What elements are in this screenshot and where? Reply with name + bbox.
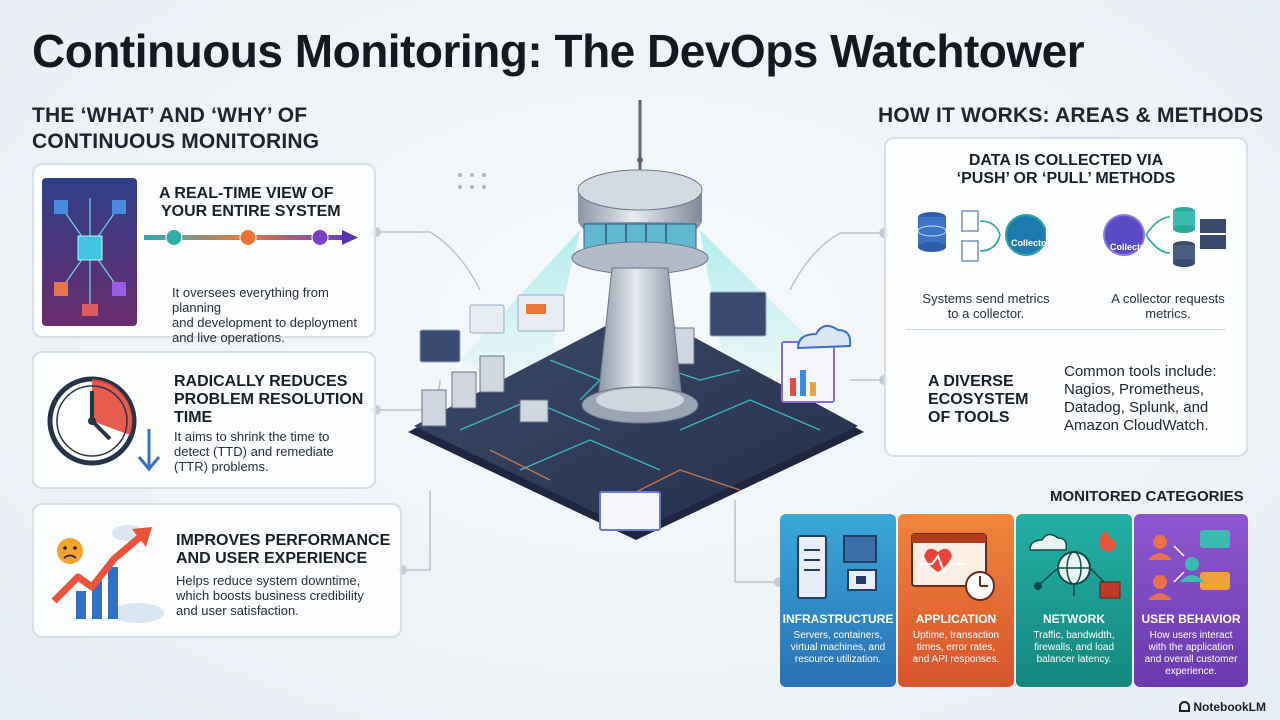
server-container-icon <box>797 535 877 599</box>
category-application: APPLICATION Uptime, transaction times, e… <box>898 514 1014 687</box>
card3-title-line1: IMPROVES PERFORMANCE <box>176 532 391 549</box>
categories-heading: MONITORED CATEGORIES <box>1050 488 1244 505</box>
card3-text-line1: Helps reduce system downtime, <box>176 573 361 588</box>
push-caption: Systems send metrics to a collector. <box>916 291 1056 321</box>
left-section-heading: THE ‘WHAT’ AND ‘WHY’ OF CONTINUOUS MONIT… <box>32 103 319 155</box>
card3-title-line2: AND USER EXPERIENCE <box>176 550 368 567</box>
card2-text: It aims to shrink the time to detect (TT… <box>174 429 334 474</box>
category-user-behavior-desc: How users interact with the application … <box>1140 630 1242 678</box>
net-desc-line1: Traffic, bandwidth, <box>1033 630 1115 641</box>
card1-title-line2: YOUR ENTIRE SYSTEM <box>161 203 341 220</box>
category-infrastructure: INFRASTRUCTURE Servers, containers, virt… <box>780 514 896 687</box>
app-desc-line3: and API responses. <box>912 654 1000 665</box>
app-monitor-icon <box>911 533 995 601</box>
net-desc-line2: firewalls, and load <box>1033 642 1115 653</box>
clock-icon <box>47 376 161 472</box>
card2-title-line2: PROBLEM RESOLUTION <box>174 391 364 408</box>
infra-desc-line1: Servers, containers, <box>793 630 883 641</box>
card1-title: A REAL-TIME VIEW OF YOUR ENTIRE SYSTEM <box>159 185 341 221</box>
left-heading-line2: CONTINUOUS MONITORING <box>32 130 320 153</box>
collect-card-divider <box>906 329 1226 330</box>
app-desc-line2: times, error rates, <box>916 642 996 653</box>
push-caption-line2: to a collector. <box>947 306 1025 321</box>
ecosystem-title: A DIVERSE ECOSYSTEM OF TOOLS <box>928 373 1028 427</box>
infra-desc-line2: virtual machines, and <box>790 642 886 653</box>
footer-text: NotebookLM <box>1193 700 1266 714</box>
category-user-behavior-name: USER BEHAVIOR <box>1141 612 1241 626</box>
card2-title-line1: RADICALLY REDUCES <box>174 373 348 390</box>
watchtower-illustration <box>408 100 864 540</box>
category-network-name: NETWORK <box>1043 612 1105 626</box>
card2-title: RADICALLY REDUCES PROBLEM RESOLUTION TIM… <box>174 373 363 427</box>
card3-text: Helps reduce system downtime, which boos… <box>176 573 364 618</box>
user-desc-line1: How users interact <box>1149 630 1233 641</box>
tools-line2: Nagios, Prometheus, <box>1064 381 1205 398</box>
footer-brand: NotebookLM <box>1179 700 1266 714</box>
card-data-collection: DATA IS COLLECTED VIA ‘PUSH’ OR ‘PULL’ M… <box>884 137 1248 457</box>
card3-text-line2: which boosts business credibility <box>176 588 364 603</box>
card1-text-line3: and live operations. <box>172 330 285 345</box>
user-desc-line2: with the application <box>1148 642 1234 653</box>
push-caption-line1: Systems send metrics <box>922 291 1050 306</box>
watchtower <box>571 100 709 424</box>
pull-method-icon <box>1103 207 1226 267</box>
card3-text-line3: and user satisfaction. <box>176 603 299 618</box>
category-infrastructure-name: INFRASTRUCTURE <box>782 612 894 626</box>
card1-text: It oversees everything from planning and… <box>172 285 374 345</box>
card1-title-line1: A REAL-TIME VIEW OF <box>159 185 334 202</box>
category-user-behavior: USER BEHAVIOR How users interact with th… <box>1134 514 1248 687</box>
push-method-icon <box>917 210 1046 262</box>
network-globe-icon <box>1029 530 1121 599</box>
card2-text-line2: detect (TTD) and remediate <box>174 444 334 459</box>
card-real-time-view: A REAL-TIME VIEW OF YOUR ENTIRE SYSTEM I… <box>32 163 376 345</box>
floating-dashboards <box>419 291 852 531</box>
category-network-desc: Traffic, bandwidth, firewalls, and load … <box>1022 630 1126 666</box>
pull-caption-line1: A collector requests <box>1111 291 1225 306</box>
decorative-dots <box>458 173 486 189</box>
ecosystem-line2: ECOSYSTEM <box>928 391 1029 408</box>
net-desc-line3: balancer latency. <box>1036 654 1112 665</box>
category-network: NETWORK Traffic, bandwidth, firewalls, a… <box>1016 514 1132 687</box>
card3-title: IMPROVES PERFORMANCE AND USER EXPERIENCE <box>176 532 390 568</box>
network-grid-icon <box>42 178 137 326</box>
timeline-arrow-icon <box>144 229 358 246</box>
card2-text-line1: It aims to shrink the time to <box>174 429 330 444</box>
pull-caption: A collector requests metrics. <box>1098 291 1238 321</box>
card1-text-line1: It oversees everything from planning <box>172 285 329 315</box>
tools-list: Common tools include: Nagios, Prometheus… <box>1064 363 1217 435</box>
left-heading-line1: THE ‘WHAT’ AND ‘WHY’ OF <box>32 104 308 127</box>
tools-line1: Common tools include: <box>1064 363 1217 380</box>
push-collector-label: Collector <box>1011 238 1051 248</box>
growth-chart-icon <box>51 525 164 623</box>
collect-card-title: DATA IS COLLECTED VIA ‘PUSH’ OR ‘PULL’ M… <box>886 152 1246 188</box>
pull-collector-label: Collector <box>1110 242 1150 252</box>
user-desc-line3: and overall customer <box>1144 654 1238 665</box>
card2-title-line3: TIME <box>174 409 213 426</box>
collect-title-line1: DATA IS COLLECTED VIA <box>968 152 1164 169</box>
card2-text-line3: (TTR) problems. <box>174 459 269 474</box>
card-reduces-resolution-time: RADICALLY REDUCES PROBLEM RESOLUTION TIM… <box>32 351 376 489</box>
user-desc-line4: experience. <box>1165 666 1217 677</box>
pull-caption-line2: metrics. <box>1145 306 1191 321</box>
app-desc-line1: Uptime, transaction <box>912 630 1000 641</box>
collect-title-line2: ‘PUSH’ OR ‘PULL’ METHODS <box>956 170 1176 187</box>
notebooklm-logo-icon <box>1179 701 1191 712</box>
users-chat-icon <box>1148 530 1230 600</box>
category-application-name: APPLICATION <box>915 612 997 626</box>
tools-line4: Amazon CloudWatch. <box>1064 417 1209 434</box>
category-application-desc: Uptime, transaction times, error rates, … <box>904 630 1008 666</box>
page-title: Continuous Monitoring: The DevOps Watcht… <box>32 25 1085 77</box>
ecosystem-line3: OF TOOLS <box>928 409 1010 426</box>
card-improves-performance: IMPROVES PERFORMANCE AND USER EXPERIENCE… <box>32 503 402 638</box>
card1-text-line2: and development to deployment <box>172 315 358 330</box>
tools-line3: Datadog, Splunk, and <box>1064 399 1209 416</box>
infra-desc-line3: resource utilization. <box>794 654 882 665</box>
right-section-heading: HOW IT WORKS: AREAS & METHODS <box>878 104 1264 127</box>
category-infrastructure-desc: Servers, containers, virtual machines, a… <box>786 630 890 666</box>
ecosystem-line1: A DIVERSE <box>928 373 1014 390</box>
server-racks <box>421 327 695 427</box>
